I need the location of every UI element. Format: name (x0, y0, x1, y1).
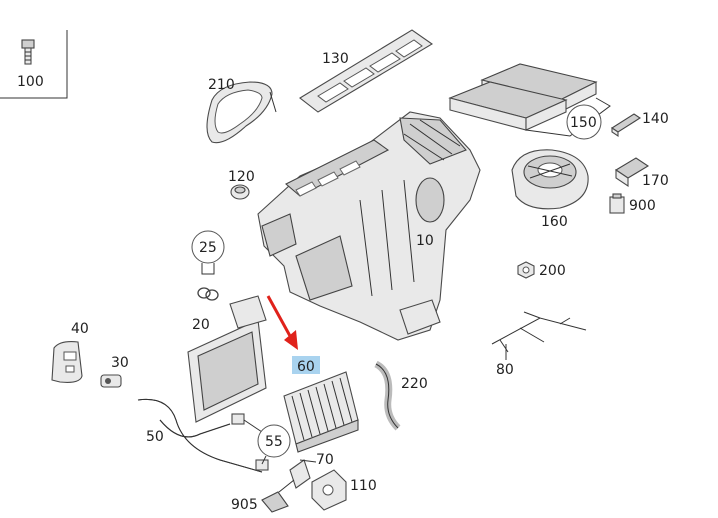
label-140: 140 (642, 111, 669, 127)
part-55-clip-upper[interactable] (231, 413, 245, 425)
label-160: 160 (541, 214, 568, 230)
part-160-blower[interactable] (511, 149, 589, 210)
part-150-filters[interactable] (448, 63, 611, 137)
part-110-motor[interactable] (311, 469, 347, 511)
part-130-gasket[interactable] (299, 29, 434, 113)
label-70: 70 (316, 452, 334, 468)
part-900-sensor[interactable] (609, 193, 625, 214)
label-170: 170 (642, 173, 669, 189)
label-80: 80 (496, 362, 514, 378)
label-905: 905 (231, 497, 258, 513)
part-905-connector[interactable] (261, 491, 289, 513)
part-55-clip-lower[interactable] (255, 459, 269, 471)
callout-circle-150 (566, 104, 602, 140)
leader-55b (261, 455, 267, 465)
part-100-bolt[interactable] (0, 30, 68, 99)
part-140-element[interactable] (610, 113, 642, 138)
label-60: 60 (297, 359, 315, 375)
label-25: 25 (199, 240, 217, 256)
part-20-heater-core[interactable] (187, 295, 267, 423)
label-100: 100 (17, 74, 44, 90)
callout-circle-55 (257, 424, 291, 458)
part-210-seal[interactable] (206, 81, 277, 144)
label-130: 130 (322, 51, 349, 67)
part-10-hvac-housing[interactable] (257, 111, 481, 341)
part-70-actuator[interactable] (289, 459, 317, 489)
part-120-grommet[interactable] (230, 184, 250, 200)
label-20: 20 (192, 317, 210, 333)
label-120: 120 (228, 169, 255, 185)
part-170-resistor[interactable] (614, 157, 650, 188)
leader-55a (243, 419, 263, 433)
pointer-arrow (266, 295, 298, 350)
part-200-nut[interactable] (517, 261, 535, 279)
label-220: 220 (401, 376, 428, 392)
label-50: 50 (146, 429, 164, 445)
part-25-o-rings[interactable] (197, 287, 219, 301)
part-50-pipes[interactable] (137, 398, 263, 473)
part-60-evaporator[interactable] (283, 371, 359, 453)
part-220-hose[interactable] (374, 360, 401, 431)
label-55: 55 (265, 434, 283, 450)
label-900: 900 (629, 198, 656, 214)
label-30: 30 (111, 355, 129, 371)
part-40-bracket[interactable] (51, 341, 83, 383)
leader-25 (201, 263, 215, 275)
callout-circle-25 (191, 230, 225, 264)
part-80-harness[interactable] (491, 311, 587, 353)
highlight-60 (292, 356, 320, 374)
part-30-valve[interactable] (100, 374, 122, 388)
label-110: 110 (350, 478, 377, 494)
label-200: 200 (539, 263, 566, 279)
label-10: 10 (416, 233, 434, 249)
label-210: 210 (208, 77, 235, 93)
label-40: 40 (71, 321, 89, 337)
leader-905 (278, 479, 295, 493)
label-150: 150 (570, 115, 597, 131)
